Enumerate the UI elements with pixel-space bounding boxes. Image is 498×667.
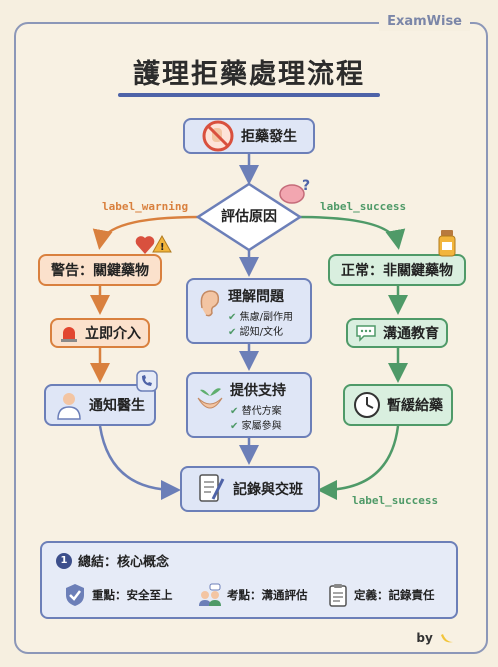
arrow-assess-warning	[92, 215, 201, 250]
alarm-icon	[59, 323, 79, 343]
summary-item-label: 考點：溝通評估	[227, 588, 308, 602]
brain-question-icon: ?	[279, 178, 310, 204]
node-understand-label: 理解問題	[228, 289, 284, 305]
summary-number-badge: 1	[56, 552, 72, 569]
summary-heading-label: 總結：核心概念	[78, 555, 170, 570]
node-assess-label: 評估原因	[221, 209, 277, 225]
node-normal: 正常：非關鍵藥物	[328, 254, 466, 286]
phone-icon	[136, 370, 158, 392]
heart-warning-icon: !	[135, 234, 172, 254]
check-icon: ✔	[228, 312, 237, 323]
edge-label-warning: label_warning	[102, 200, 189, 213]
summary-item-label: 定義：記錄責任	[354, 588, 435, 602]
node-intervene: 立即介入	[50, 318, 150, 348]
summary-heading: 1 總結：核心概念	[56, 551, 169, 570]
node-record: 記錄與交班	[180, 466, 320, 512]
svg-text:!: !	[160, 242, 165, 253]
shield-check-icon	[66, 584, 84, 606]
check-icon: ✔	[228, 327, 237, 338]
node-assess-diamond	[196, 182, 302, 252]
understand-item: 認知/文化	[239, 327, 283, 338]
check-icon: ✔	[230, 406, 239, 417]
edge-label-success-bottom: label_success	[352, 494, 439, 507]
title-underline	[118, 93, 380, 97]
clipboard-icon	[329, 584, 347, 607]
node-record-label: 記錄與交班	[233, 482, 303, 498]
clock-icon	[353, 391, 381, 419]
banana-icon	[441, 633, 453, 642]
node-educate-label: 溝通教育	[383, 326, 439, 342]
node-start-label: 拒藥發生	[241, 129, 297, 145]
footer-by: by	[416, 631, 433, 645]
node-intervene-label: 立即介入	[85, 326, 141, 342]
node-educate: 溝通教育	[346, 318, 448, 348]
understand-item: 焦慮/副作用	[239, 312, 293, 323]
node-notify: 通知醫生	[44, 384, 156, 426]
ear-icon	[196, 288, 222, 318]
arrow-notify-record	[98, 425, 181, 500]
summary-item: 重點：安全至上	[64, 583, 173, 607]
doctor-icon	[55, 390, 83, 420]
arrow-delay-record	[317, 425, 400, 500]
node-delay-label: 暫緩給藥	[387, 398, 443, 414]
brand-label: ExamWise	[379, 12, 470, 31]
chat-bubble-icon	[355, 323, 377, 343]
node-delay: 暫緩給藥	[343, 384, 453, 426]
arrow-assess-normal	[297, 215, 406, 250]
edge-label-success: label_success	[320, 200, 407, 213]
summary-panel: 1 總結：核心概念 重點：安全至上 考點：溝通評估 定義：記錄責任	[40, 541, 458, 619]
svg-text:?: ?	[302, 178, 310, 194]
footer-credit: by	[416, 631, 454, 645]
document-pen-icon	[197, 473, 227, 505]
people-chat-icon	[199, 583, 221, 606]
summary-item: 考點：溝通評估	[198, 583, 308, 607]
node-warning-label: 警告：關鍵藥物	[51, 263, 149, 279]
hands-plant-icon	[196, 382, 224, 410]
summary-item-label: 重點：安全至上	[92, 588, 173, 602]
node-support-label: 提供支持	[230, 383, 286, 399]
node-normal-label: 正常：非關鍵藥物	[341, 263, 453, 279]
node-warning: 警告：關鍵藥物	[38, 254, 162, 286]
node-start: 拒藥發生	[183, 118, 315, 154]
summary-item: 定義：記錄責任	[328, 583, 435, 607]
check-icon: ✔	[230, 421, 239, 432]
node-notify-label: 通知醫生	[89, 398, 145, 414]
node-understand: 理解問題 ✔ 焦慮/副作用 ✔ 認知/文化	[186, 278, 312, 344]
page-title: 護理拒藥處理流程	[133, 59, 365, 90]
node-support: 提供支持 ✔ 替代方案 ✔ 家屬參與	[186, 372, 312, 438]
no-medicine-icon	[201, 119, 235, 153]
medicine-bottle-icon	[438, 230, 456, 257]
support-item: 替代方案	[241, 406, 282, 417]
support-item: 家屬參與	[241, 421, 282, 432]
